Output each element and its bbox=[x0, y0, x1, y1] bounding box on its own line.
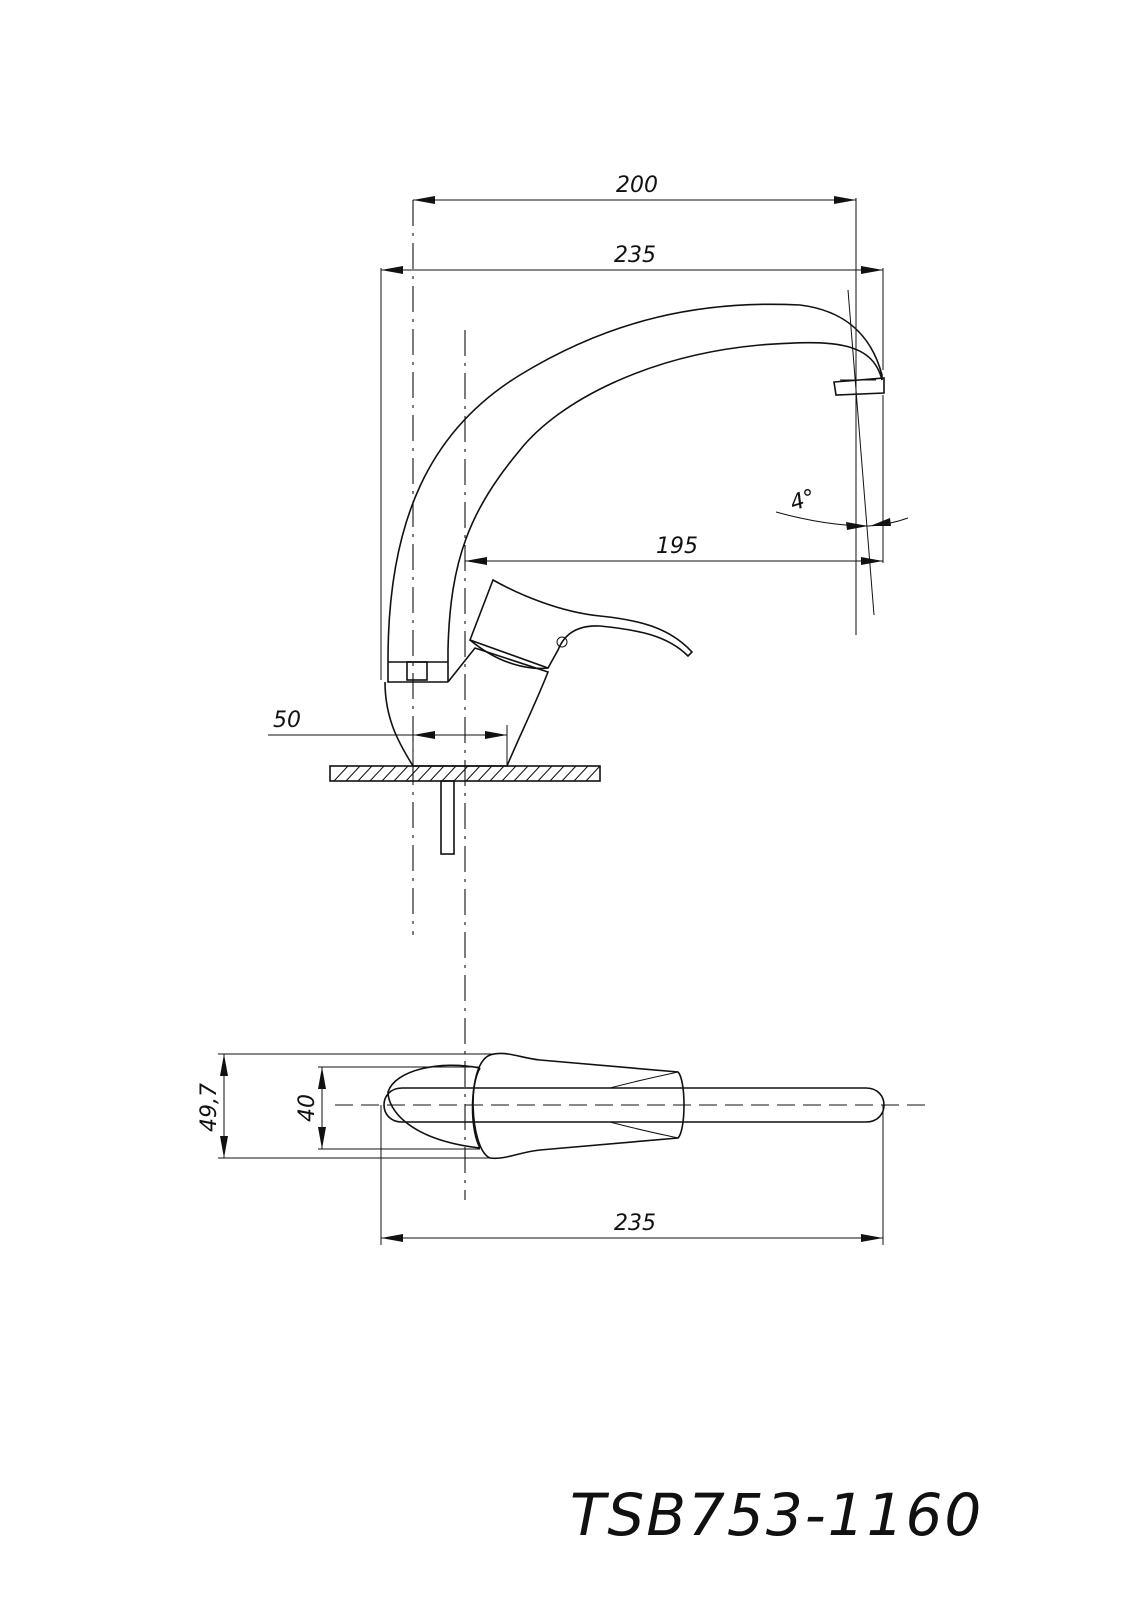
dimension-50: 50 bbox=[268, 708, 508, 766]
countertop-section bbox=[329, 765, 601, 782]
lever-handle bbox=[468, 578, 694, 669]
spout-top-outline bbox=[383, 1087, 885, 1123]
dimension-195: 195 bbox=[465, 534, 883, 565]
dim-200-label: 200 bbox=[616, 173, 658, 198]
dim-40-label: 40 bbox=[295, 1094, 320, 1122]
dim-49-7-label: 49,7 bbox=[197, 1083, 222, 1132]
mounting-stud bbox=[440, 780, 455, 855]
collar-window bbox=[406, 661, 428, 681]
top-view: 49,7 40 235 bbox=[197, 1052, 930, 1245]
body-top-outline bbox=[387, 1064, 481, 1149]
spout-base-collar bbox=[387, 660, 448, 683]
dimension-49-7: 49,7 bbox=[197, 1054, 228, 1158]
lever-screw bbox=[556, 636, 568, 648]
dimension-40: 40 bbox=[295, 1067, 326, 1149]
dimension-200: 200 bbox=[413, 173, 856, 204]
countertop-hatching bbox=[333, 765, 601, 782]
aerator bbox=[833, 377, 885, 396]
spout-outline bbox=[387, 303, 883, 682]
dimension-4-degree: 4° bbox=[775, 485, 909, 530]
dimension-235-top: 235 bbox=[381, 1211, 883, 1242]
dim-195-label: 195 bbox=[656, 534, 698, 559]
dim-4-degree-label: 4° bbox=[787, 485, 819, 517]
side-view: 200 235 195 4° bbox=[268, 173, 909, 1200]
spout-tilt-line bbox=[847, 289, 875, 616]
dimension-235-side: 235 bbox=[381, 243, 883, 274]
model-number: TSB753-1160 bbox=[570, 1481, 983, 1549]
lever-top-outline bbox=[472, 1052, 685, 1160]
dim-50-label: 50 bbox=[273, 708, 301, 733]
dim-235-top-label: 235 bbox=[614, 1211, 656, 1236]
dim-235-side-label: 235 bbox=[614, 243, 656, 268]
valve-body bbox=[384, 647, 550, 767]
